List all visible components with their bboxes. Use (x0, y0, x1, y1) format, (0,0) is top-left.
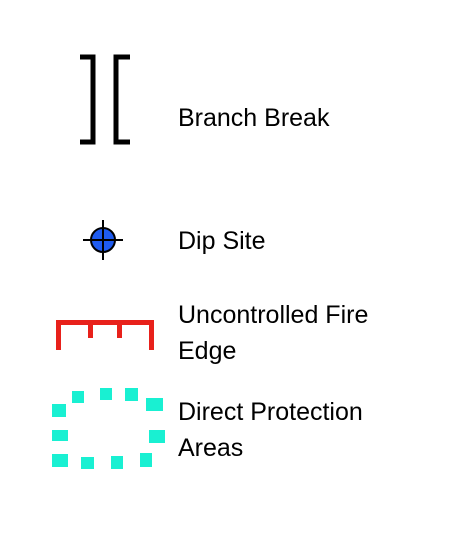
direct-protection-areas-icon (52, 388, 165, 469)
uncontrolled-fire-edge-label-line2: Edge (178, 337, 237, 365)
uncontrolled-fire-edge-icon (56, 320, 154, 350)
direct-protection-areas-label-line1: Direct Protection (178, 398, 363, 426)
dip-site-icon (83, 220, 123, 260)
dip-site-label: Dip Site (178, 227, 266, 255)
branch-break-label: Branch Break (178, 104, 330, 132)
direct-protection-areas-label-line2: Areas (178, 434, 244, 462)
uncontrolled-fire-edge-label-line1: Uncontrolled Fire (178, 301, 369, 329)
branch-break-icon (80, 54, 130, 145)
